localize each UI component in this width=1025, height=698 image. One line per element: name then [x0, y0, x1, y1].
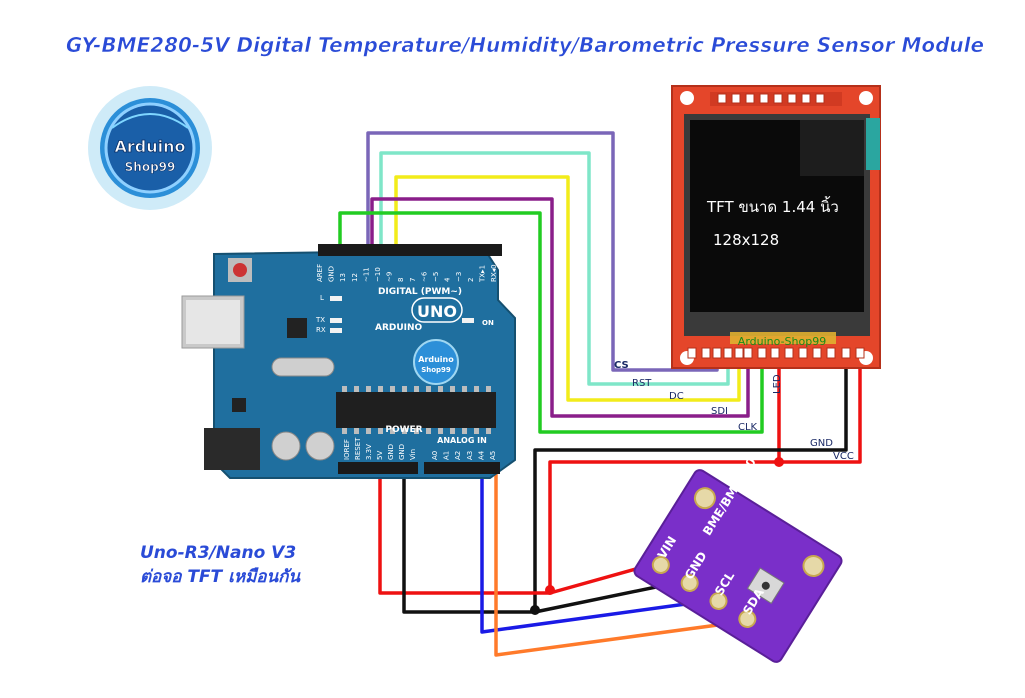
board-brand: ARDUINO — [375, 323, 423, 333]
label-vcc: VCC — [833, 451, 854, 462]
logo-line1: Arduino — [115, 137, 186, 156]
tft-text-resolution: 128x128 — [713, 231, 779, 249]
wire-sda — [494, 472, 741, 657]
led-label-l: L — [320, 294, 324, 302]
led-label-tx: TX — [315, 316, 325, 324]
digital-pin-label-2: 13 — [339, 273, 347, 282]
board-logo-line2: Shop99 — [421, 366, 451, 374]
wire-vcc — [548, 352, 862, 590]
analog-header-label: ANALOG IN — [437, 436, 487, 445]
wire-gnd-tft — [533, 352, 848, 610]
power-pin-label-0: IOREF — [343, 439, 351, 460]
led-label-rx: RX — [316, 326, 326, 334]
analog-pin-label-0: A0 — [431, 451, 439, 460]
wire-sdi — [370, 197, 750, 418]
shop-logo: Arduino Shop99 — [88, 86, 212, 210]
logo-line2: Shop99 — [125, 160, 176, 174]
analog-pin-label-3: A3 — [466, 451, 474, 460]
wire-clk — [338, 211, 764, 434]
power-header-label: POWER — [385, 425, 422, 435]
digital-pin-label-0: AREF — [316, 264, 324, 282]
signal-wires — [338, 131, 862, 657]
arduino-uno-board: DIGITAL (PWM~) POWER ANALOG IN ARDUINO U… — [181, 244, 516, 479]
digital-pin-label-3: 12 — [351, 273, 359, 282]
note-line1: Uno-R3/Nano V3 — [140, 543, 296, 563]
tft-text-size: TFT ขนาด 1.44 นิ้ว — [706, 196, 839, 216]
digital-pin-label-6: ~9 — [386, 272, 394, 282]
digital-pin-label-7: 8 — [397, 278, 405, 282]
wire-gnd-sensor — [402, 472, 691, 614]
digital-pin-label-5: ~10 — [374, 267, 382, 282]
note-line2: ต่อจอ TFT เหมือนกัน — [140, 567, 301, 587]
page-title: GY-BME280-5V Digital Temperature/Humidit… — [66, 33, 984, 57]
wire-rst — [379, 151, 730, 386]
wire-scl — [480, 472, 716, 634]
power-pin-label-5: GND — [398, 444, 406, 460]
label-gnd: GND — [810, 438, 833, 449]
wire-dc — [394, 175, 741, 402]
digital-pin-label-13: 2 — [467, 278, 475, 282]
digital-header-label: DIGITAL (PWM~) — [378, 287, 462, 297]
digital-pin-label-8: 7 — [409, 278, 417, 282]
digital-pin-label-1: GND — [328, 266, 336, 282]
digital-pin-label-4: ~11 — [362, 267, 370, 282]
label-rst: RST — [632, 378, 652, 389]
on-led-label: ON — [482, 319, 494, 327]
analog-pin-label-1: A1 — [443, 451, 451, 460]
power-pin-label-3: 5V — [376, 451, 384, 460]
digital-pin-label-12: ~3 — [455, 272, 463, 282]
digital-pin-label-10: ~5 — [432, 272, 440, 282]
digital-pin-label-11: 4 — [444, 277, 452, 282]
tft-watermark: Arduino-Shop99 — [738, 335, 826, 348]
power-pin-label-4: GND — [387, 444, 395, 460]
power-pin-label-1: RESET — [354, 437, 362, 460]
label-clk: CLK — [738, 422, 758, 433]
analog-pin-label-2: A2 — [454, 451, 462, 460]
label-dc: DC — [669, 391, 684, 402]
analog-pin-label-5: A5 — [489, 451, 497, 460]
board-logo-line1: Arduino — [418, 355, 454, 364]
label-cs: CS — [614, 360, 629, 371]
board-model: UNO — [417, 302, 457, 321]
power-pin-label-2: 3.3V — [365, 444, 373, 460]
digital-pin-label-9: ~6 — [420, 271, 428, 282]
power-pin-label-6: Vin — [409, 449, 417, 460]
bme280-sensor-module: BME/BMP280 VIN GND SCL SDA — [633, 455, 843, 663]
digital-pin-label-15: RX◂0 — [490, 264, 498, 282]
wire-5v — [378, 472, 669, 595]
tft-display-module: TFT ขนาด 1.44 นิ้ว 128x128 Arduino-Shop9… — [671, 85, 881, 369]
label-led: LED — [772, 374, 783, 394]
label-sdi: SDI — [711, 406, 728, 417]
digital-pin-label-14: TX▸1 — [478, 265, 486, 283]
analog-pin-label-4: A4 — [477, 450, 485, 460]
